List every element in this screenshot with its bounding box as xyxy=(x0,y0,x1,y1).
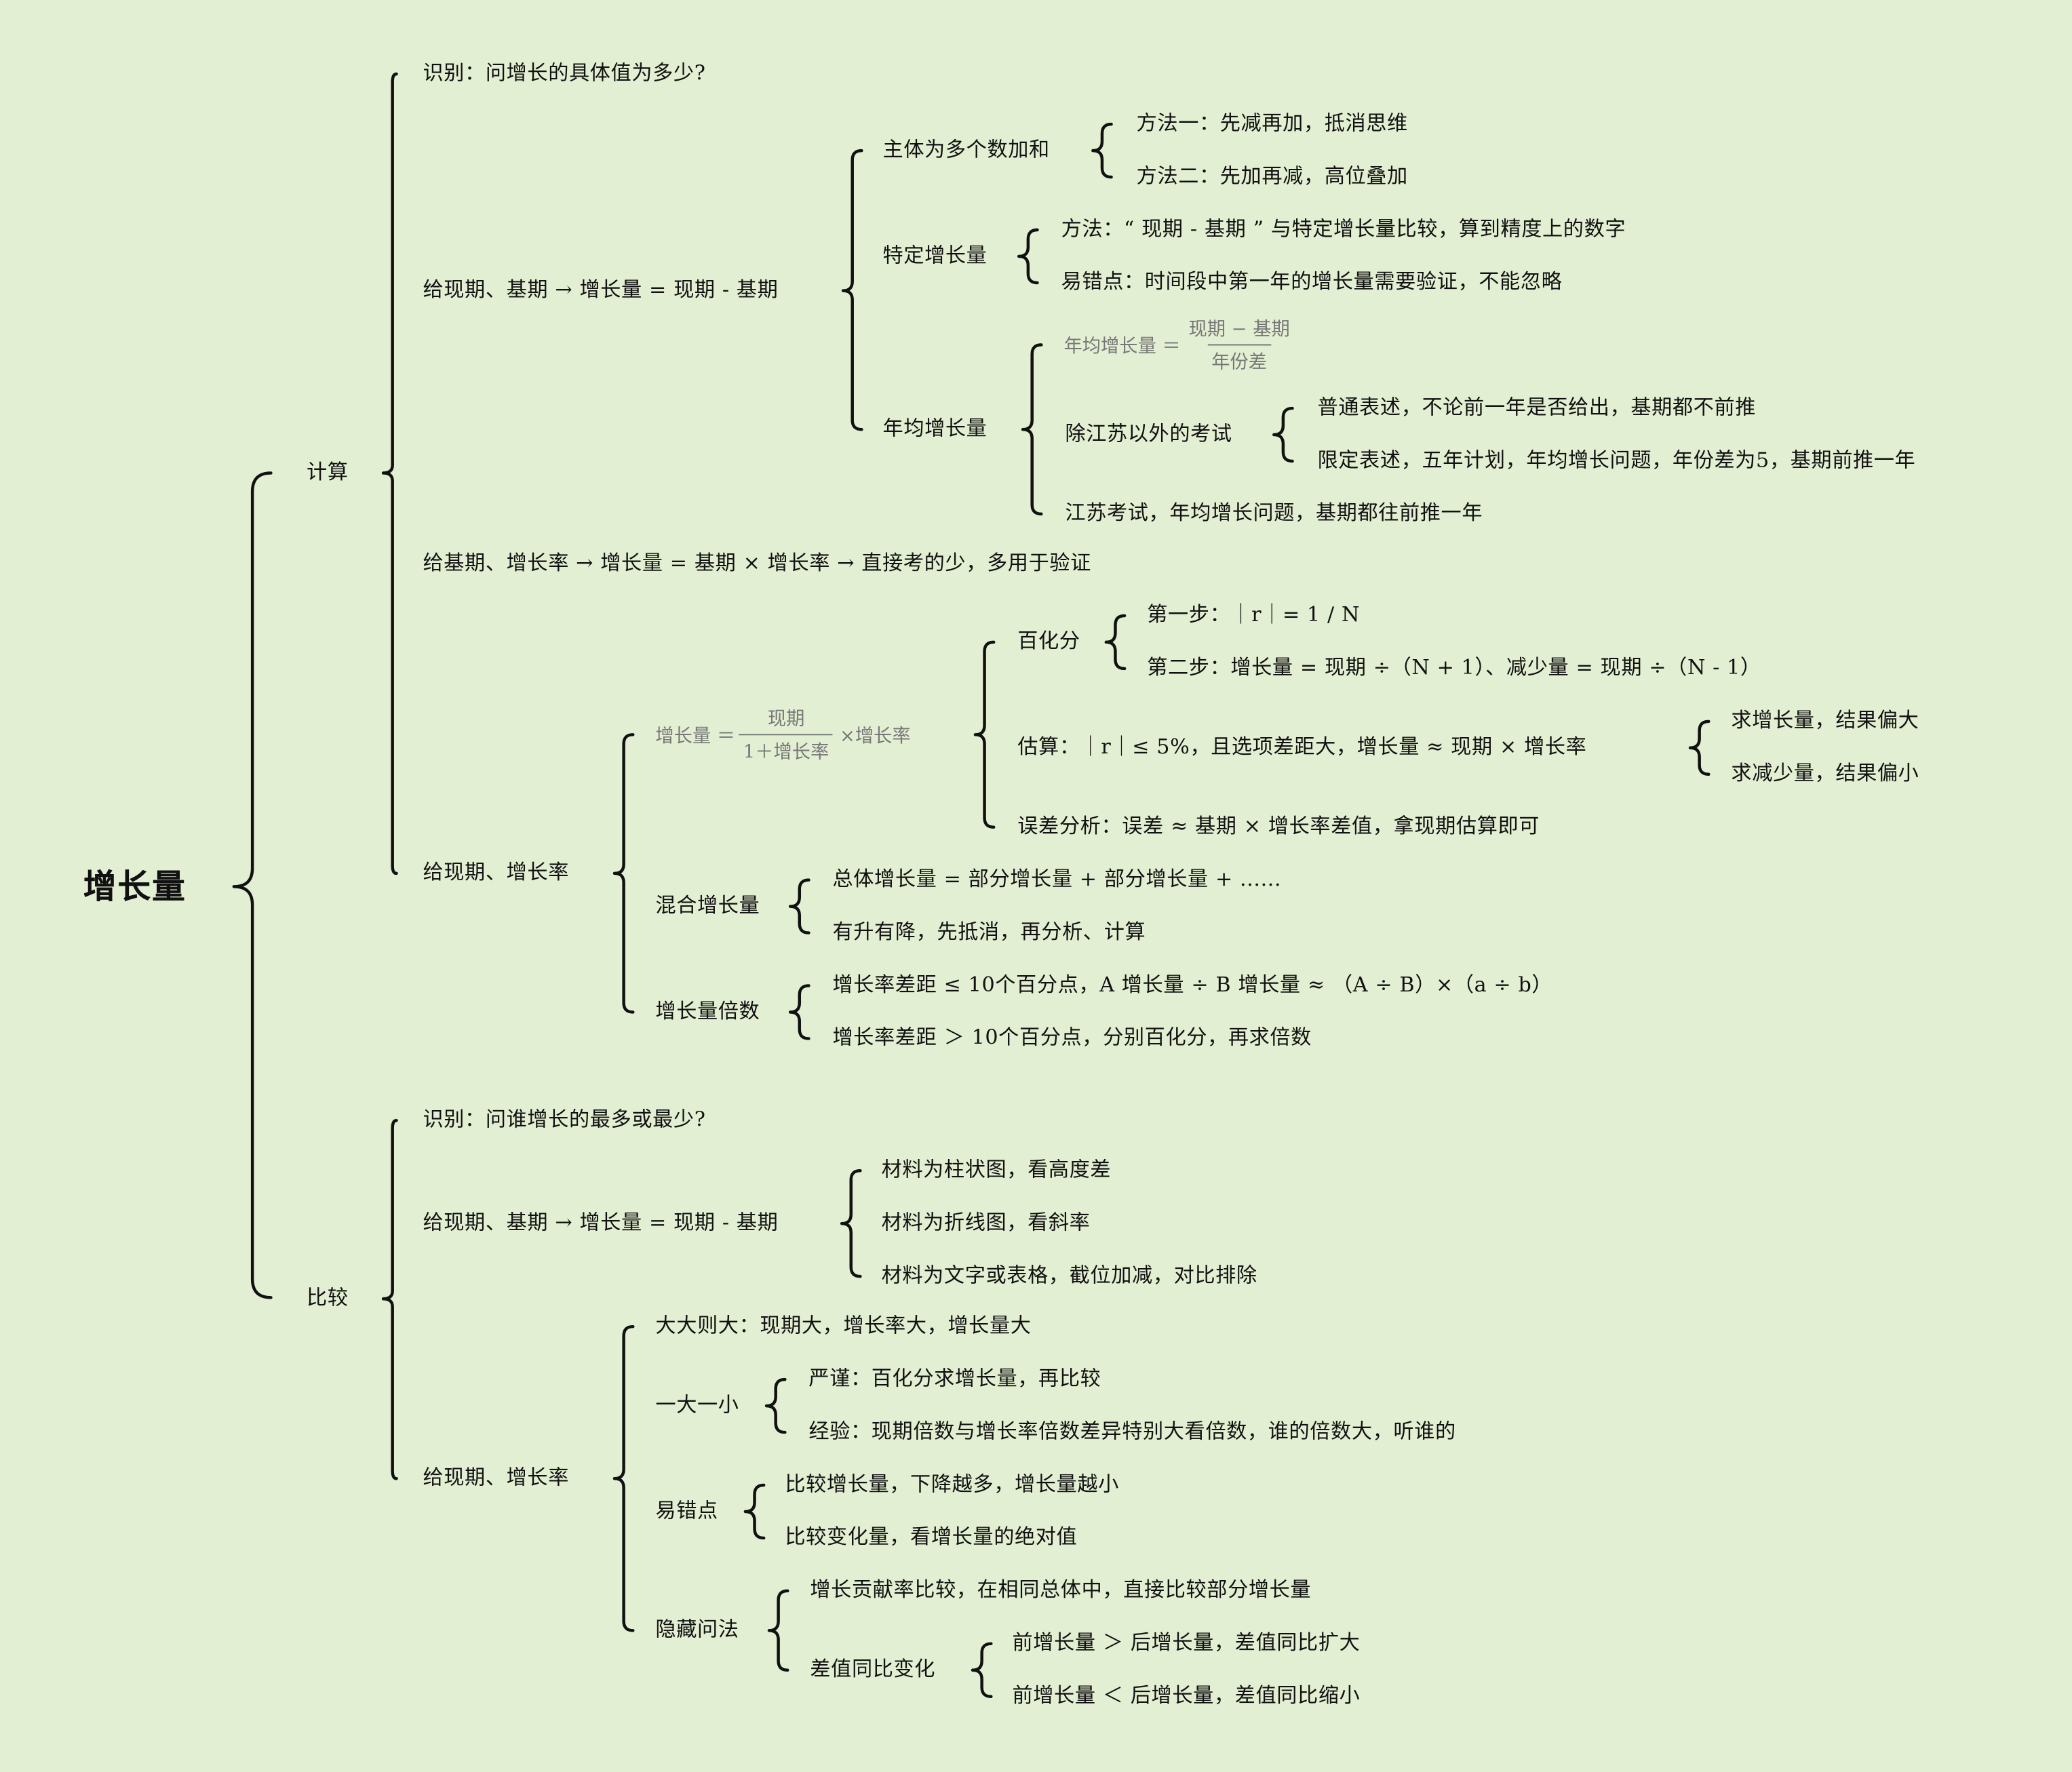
contribution-compare: 增长贡献率比较，在相同总体中，直接比较部分增长量 xyxy=(810,1577,1312,1602)
material-text: 材料为文字或表格，截位加减，对比排除 xyxy=(881,1263,1257,1288)
node-annual: 年均增长量 xyxy=(882,416,988,441)
method-one: 方法一：先减再加，抵消思维 xyxy=(1136,111,1408,136)
brace-multisum xyxy=(1091,122,1113,179)
material-bar: 材料为柱状图，看高度差 xyxy=(881,1158,1112,1182)
node-estimate: 估算：｜r｜≤ 5%，且选项差距大，增长量 ≈ 现期 × 增长率 xyxy=(1017,734,1587,759)
brace-root xyxy=(232,471,273,1299)
diff-expand: 前增长量 ＞ 后增长量，差值同比扩大 xyxy=(1012,1630,1361,1655)
diff-shrink: 前增长量 ＜ 后增长量，差值同比缩小 xyxy=(1012,1683,1361,1708)
node-mixed: 混合增长量 xyxy=(655,893,760,918)
growth-formula: 增长量 ＝ 现期 1＋增长率 ×增长率 xyxy=(655,705,913,764)
brace-diff xyxy=(971,1642,993,1698)
limited-statement: 限定表述，五年计划，年均增长问题，年份差为5，基期前推一年 xyxy=(1317,448,1916,473)
calc-identify: 识别：问增长的具体值为多少? xyxy=(423,61,706,85)
multiple-small-gap: 增长率差距 ≤ 10个百分点，A 增长量 ÷ B 增长量 ≈ （A ÷ B）×（… xyxy=(832,972,1553,997)
mixed-total: 总体增长量 = 部分增长量 + 部分增长量 + ...... xyxy=(832,867,1282,891)
brace-compare-cr xyxy=(612,1324,635,1632)
annual-formula-denominator: 年份差 xyxy=(1207,344,1271,375)
brace-calc xyxy=(381,72,398,875)
compare-identify: 识别：问谁增长的最多或最少? xyxy=(423,1107,706,1132)
calc-given-current-base: 给现期、基期 → 增长量 = 现期 - 基期 xyxy=(423,277,779,302)
root-title: 增长量 xyxy=(83,867,187,906)
compare-given-current-base: 给现期、基期 → 增长量 = 现期 - 基期 xyxy=(423,1210,779,1235)
growth-formula-rhs: ×增长率 xyxy=(839,725,911,747)
node-diff-change: 差值同比变化 xyxy=(810,1657,936,1681)
error-point-two: 比较变化量，看增长量的绝对值 xyxy=(785,1524,1078,1550)
brace-annual xyxy=(1021,343,1043,516)
node-one-big-one-small: 一大一小 xyxy=(655,1393,739,1417)
calc-given-base-rate: 给基期、增长率 → 增长量 = 基期 × 增长率 → 直接考的少，多用于验证 xyxy=(423,551,1091,576)
error-analysis: 误差分析：误差 ≈ 基期 × 增长率差值，拿现期估算即可 xyxy=(1017,814,1540,838)
node-percent-fraction: 百化分 xyxy=(1017,629,1080,653)
brace-hidden xyxy=(767,1589,789,1672)
growth-formula-numerator: 现期 xyxy=(767,709,805,730)
node-error-points: 易错点 xyxy=(655,1498,718,1523)
normal-statement: 普通表述，不论前一年是否给出，基期都不前推 xyxy=(1317,395,1757,420)
brace-nonjs xyxy=(1272,406,1294,463)
node-multi-sum: 主体为多个数加和 xyxy=(882,138,1050,162)
node-compare: 比较 xyxy=(307,1286,349,1310)
node-calc: 计算 xyxy=(307,460,349,484)
growth-formula-fraction: 现期 1＋增长率 xyxy=(739,705,834,764)
brace-multiple xyxy=(788,984,810,1040)
material-line: 材料为折线图，看斜率 xyxy=(881,1210,1091,1235)
mixed-updown: 有升有降，先抵消，再分析、计算 xyxy=(832,920,1146,944)
compare-given-current-rate: 给现期、增长率 xyxy=(423,1465,569,1490)
annual-formula-numerator: 现期 − 基期 xyxy=(1188,319,1290,340)
method-two: 方法二：先加再减，高位叠加 xyxy=(1136,164,1408,189)
jiangsu-exam: 江苏考试，年均增长问题，基期都往前推一年 xyxy=(1065,500,1483,526)
big-big: 大大则大：现期大，增长率大，增长量大 xyxy=(655,1314,1032,1338)
brace-specific xyxy=(1017,228,1039,285)
node-specific: 特定增长量 xyxy=(882,243,988,268)
growth-formula-lhs: 增长量 ＝ xyxy=(655,725,736,747)
experience-method: 经验：现期倍数与增长率倍数差异特别大看倍数，谁的倍数大，听谁的 xyxy=(808,1419,1456,1444)
estimate-increase: 求增长量，结果偏大 xyxy=(1731,708,1919,732)
brace-calc-cr xyxy=(612,733,635,1014)
brace-compare-cb xyxy=(840,1169,862,1278)
specific-method: 方法：“ 现期 - 基期 ” 与特定增长量比较，算到精度上的数字 xyxy=(1061,217,1626,241)
growth-formula-denominator: 1＋增长率 xyxy=(739,734,834,764)
node-hidden: 隐藏问法 xyxy=(655,1617,739,1642)
annual-formula: 年均增长量 ＝ 现期 − 基期 年份差 xyxy=(1063,315,1297,375)
estimate-decrease: 求减少量，结果偏小 xyxy=(1731,761,1919,785)
brace-pct xyxy=(1104,614,1127,671)
strict-method: 严谨：百化分求增长量，再比较 xyxy=(808,1366,1101,1391)
node-non-jiangsu: 除江苏以外的考试 xyxy=(1065,422,1232,446)
specific-error: 易错点：时间段中第一年的增长量需要验证，不能忽略 xyxy=(1061,269,1563,294)
brace-formula xyxy=(973,640,996,829)
brace-calc-cb xyxy=(841,149,863,431)
error-point-one: 比较增长量，下降越多，增长量越小 xyxy=(785,1472,1119,1497)
multiple-large-gap: 增长率差距 ＞ 10个百分点，分别百化分，再求倍数 xyxy=(832,1025,1312,1050)
annual-formula-fraction: 现期 − 基期 年份差 xyxy=(1185,315,1294,375)
brace-mixed xyxy=(788,878,810,934)
brace-compare xyxy=(381,1119,398,1480)
brace-estimate xyxy=(1688,720,1711,776)
step-two: 第二步：增长量 = 现期 ÷（N + 1）、减少量 = 现期 ÷（N - 1） xyxy=(1147,655,1761,680)
brace-errpt xyxy=(743,1483,766,1540)
brace-onebig xyxy=(764,1377,787,1434)
node-multiple: 增长量倍数 xyxy=(655,999,760,1023)
annual-formula-lhs: 年均增长量 ＝ xyxy=(1063,335,1181,357)
step-one: 第一步：｜r｜= 1 / N xyxy=(1147,602,1360,627)
calc-given-current-rate: 给现期、增长率 xyxy=(423,860,569,884)
